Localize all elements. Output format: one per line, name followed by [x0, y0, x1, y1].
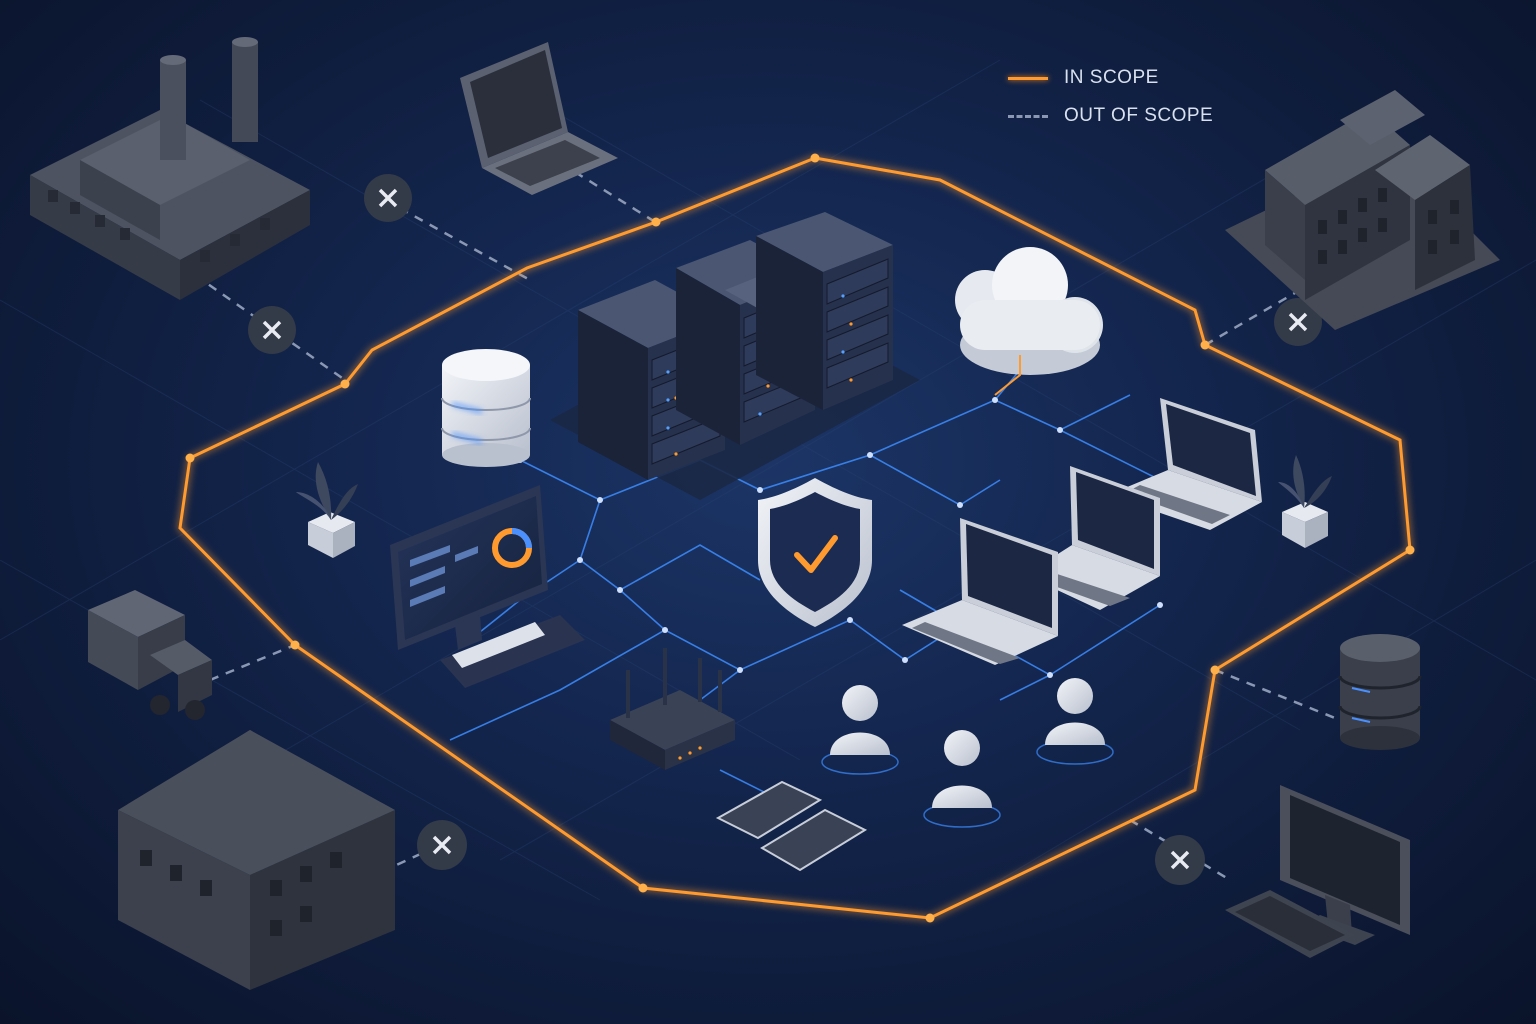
truck-icon [88, 590, 212, 720]
out-of-scope-swatch [1008, 114, 1048, 118]
shield-check-icon [758, 478, 872, 627]
plant-icon [1278, 455, 1332, 548]
boundary-vertices [185, 153, 1415, 923]
user-icon [821, 685, 899, 775]
desktop-computer-icon [1225, 785, 1410, 958]
excluded-marker-1 [364, 174, 412, 222]
excluded-marker-4 [417, 820, 467, 870]
laptop-icon [902, 518, 1058, 665]
excluded-marker-3 [1274, 298, 1322, 346]
factory-icon [30, 37, 310, 300]
in-scope-label: IN SCOPE [1064, 67, 1159, 88]
server-rack-icon [756, 212, 893, 410]
legend: IN SCOPE OUT OF SCOPE [1008, 66, 1248, 136]
excluded-marker-5 [1155, 835, 1205, 885]
laptop-icon [460, 42, 618, 195]
warehouse-icon [118, 730, 395, 990]
laptop-icon [1025, 466, 1160, 610]
out-of-scope-label: OUT OF SCOPE [1064, 105, 1214, 126]
legend-item-out-of-scope: OUT OF SCOPE [1008, 104, 1213, 128]
database-icon [441, 349, 531, 467]
excluded-marker-2 [248, 306, 296, 354]
user-icon [1036, 678, 1114, 765]
laptop-icon [1108, 398, 1262, 530]
tablet-icon [715, 780, 868, 872]
router-icon [610, 648, 735, 770]
database-icon [1338, 634, 1422, 750]
legend-item-in-scope: IN SCOPE [1008, 66, 1159, 90]
in-scope-swatch [1008, 76, 1048, 80]
user-icon [923, 730, 1001, 828]
office-building-icon [1225, 90, 1500, 330]
in-scope-boundary [178, 156, 1412, 920]
monitor-icon [390, 485, 585, 688]
cloud-icon [955, 247, 1103, 396]
network-nodes [517, 397, 1163, 678]
plant-icon [296, 462, 358, 558]
server-rack-icon [578, 280, 725, 480]
